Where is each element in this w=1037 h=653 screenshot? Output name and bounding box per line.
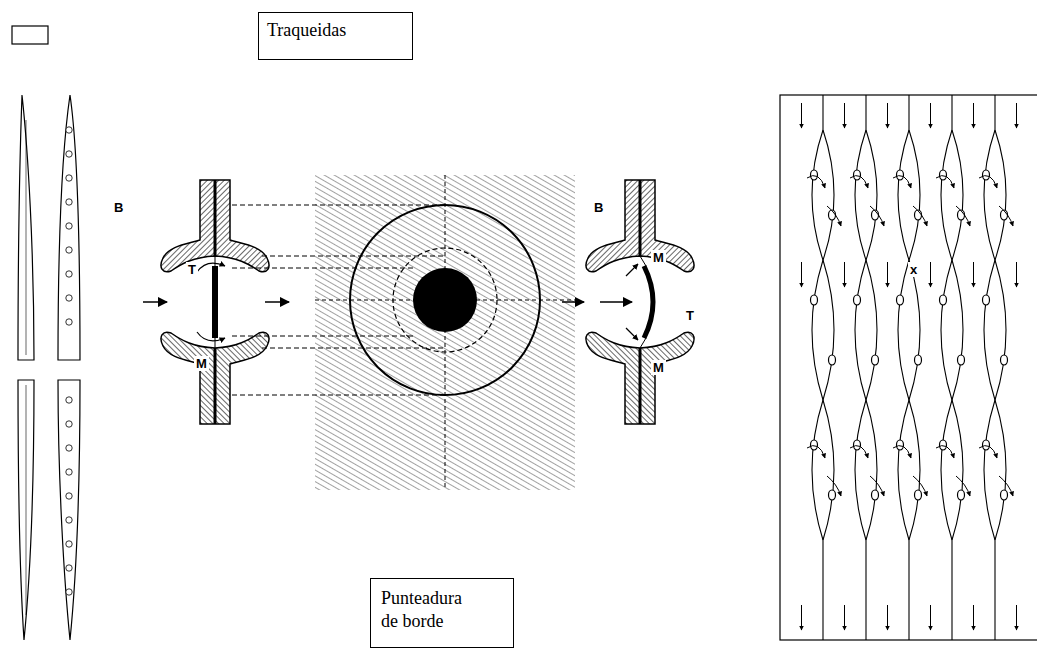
box-text: Traqueidas bbox=[267, 19, 404, 42]
part-letter: M bbox=[651, 360, 666, 375]
label-box: Punteadura de borde bbox=[370, 578, 514, 648]
part-letter: M bbox=[194, 356, 209, 371]
label-box: Traqueidas bbox=[258, 12, 413, 60]
part-letter: T bbox=[186, 262, 198, 277]
part-letter: B bbox=[592, 200, 605, 215]
part-letter: M bbox=[651, 250, 666, 265]
part-letter: T bbox=[684, 308, 696, 323]
box-text: Punteadura de borde bbox=[381, 587, 473, 632]
part-letter: x bbox=[908, 262, 919, 277]
part-letter: B bbox=[112, 200, 125, 215]
